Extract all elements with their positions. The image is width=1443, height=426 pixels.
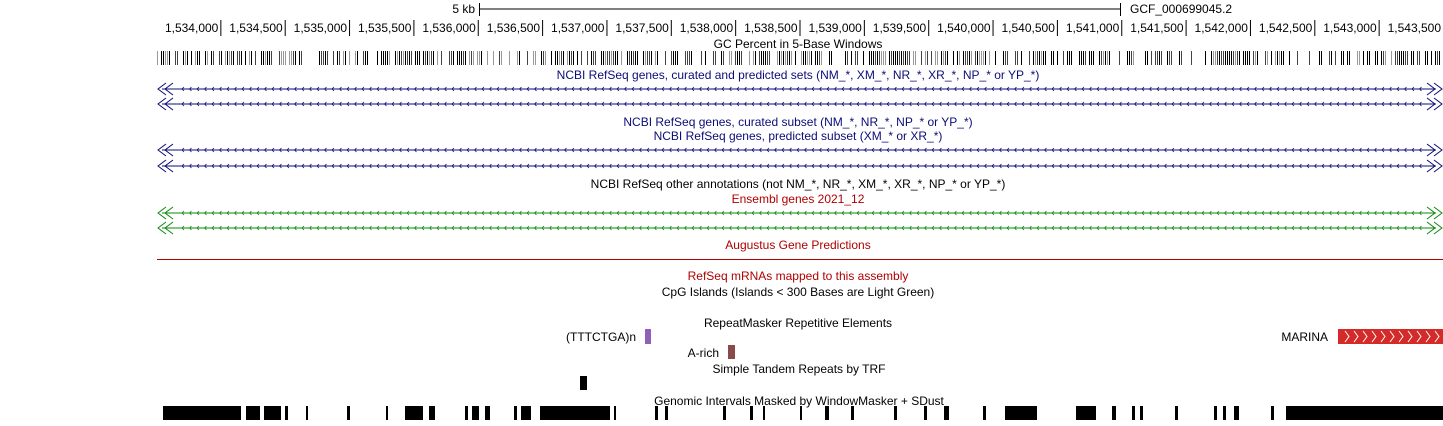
assembly-label: GCF_000699045.2 [1130, 2, 1232, 16]
track-title-repeatmasker: RepeatMasker Repetitive Elements [704, 316, 892, 330]
repeat-simple-block[interactable] [645, 329, 651, 344]
ruler-tick-label: 1,537,000 [551, 21, 605, 35]
ruler-tick-label: 1,540,500 [1002, 21, 1056, 35]
ruler-tick-label: 1,539,000 [808, 21, 862, 35]
track-title-trf: Simple Tandem Repeats by TRF [713, 362, 886, 376]
ruler-tick-label: 1,539,500 [873, 21, 927, 35]
ruler-tick-label: 1,538,500 [744, 21, 798, 35]
repeat-label-marina: MARINA [1281, 330, 1328, 344]
repeat-marina-block[interactable] [1338, 329, 1443, 344]
windowmasker-track[interactable] [163, 406, 1443, 420]
ruler-tick-label: 1,541,500 [1130, 21, 1184, 35]
track-title-ensembl: Ensembl genes 2021_12 [732, 192, 865, 206]
ruler-tick-label: 1,534,500 [229, 21, 283, 35]
ruler-tick-label: 1,536,500 [487, 21, 541, 35]
repeat-label-a-rich: A-rich [688, 346, 719, 360]
ruler-tick-label: 1,538,000 [680, 21, 734, 35]
track-title-windowmasker: Genomic Intervals Masked by WindowMasker… [654, 394, 944, 408]
ruler-tick-label: 1,542,500 [1259, 21, 1313, 35]
track-title-gc-percent: GC Percent in 5-Base Windows [714, 37, 883, 51]
ensembl-gene-2[interactable] [157, 221, 1443, 235]
refseq-predicted-gene-2[interactable] [157, 159, 1443, 173]
track-title-cpg: CpG Islands (Islands < 300 Bases are Lig… [662, 285, 934, 299]
scale-bar: 5 kb GCF_000699045.2 [452, 2, 1232, 16]
ruler-tick-label: 1,542,000 [1195, 21, 1249, 35]
ruler-tick-label: 1,536,000 [422, 21, 476, 35]
ruler-tick-label: 1,543,500 [1388, 21, 1442, 35]
repeat-label-simple: (TTTCTGA)n [566, 330, 636, 344]
ruler-tick-label: 1,541,000 [1066, 21, 1120, 35]
ensembl-gene-1[interactable] [157, 206, 1443, 220]
scale-label: 5 kb [452, 2, 475, 16]
ruler-tick-label: 1,540,000 [937, 21, 991, 35]
ruler-tick-label: 1,535,000 [294, 21, 348, 35]
trf-repeat-block[interactable] [580, 376, 587, 390]
track-title-refseq-predicted: NCBI RefSeq genes, predicted subset (XM_… [654, 129, 943, 143]
repeat-a-rich-block[interactable] [728, 345, 735, 359]
ruler-tick-label: 1,535,500 [358, 21, 412, 35]
track-title-refseq-curated: NCBI RefSeq genes, curated subset (NM_*,… [623, 115, 972, 129]
refseq-predicted-gene-1[interactable] [157, 143, 1443, 157]
track-title-augustus: Augustus Gene Predictions [725, 238, 870, 252]
refseq-all-gene-1[interactable] [157, 82, 1443, 96]
ruler-tick-label: 1,534,000 [165, 21, 219, 35]
track-title-refseq-mrna: RefSeq mRNAs mapped to this assembly [688, 269, 909, 283]
refseq-all-gene-2[interactable] [157, 97, 1443, 111]
track-title-refseq-all: NCBI RefSeq genes, curated and predicted… [557, 68, 1040, 82]
gc-percent-track[interactable] [157, 51, 1440, 65]
track-title-refseq-other: NCBI RefSeq other annotations (not NM_*,… [591, 177, 1006, 191]
ruler-tick-label: 1,537,500 [615, 21, 669, 35]
base-position-ruler[interactable]: 1,534,000 1,534,500 1,535,000 1,535,500 1,53… [165, 20, 1443, 36]
ruler-tick-label: 1,543,000 [1323, 21, 1377, 35]
